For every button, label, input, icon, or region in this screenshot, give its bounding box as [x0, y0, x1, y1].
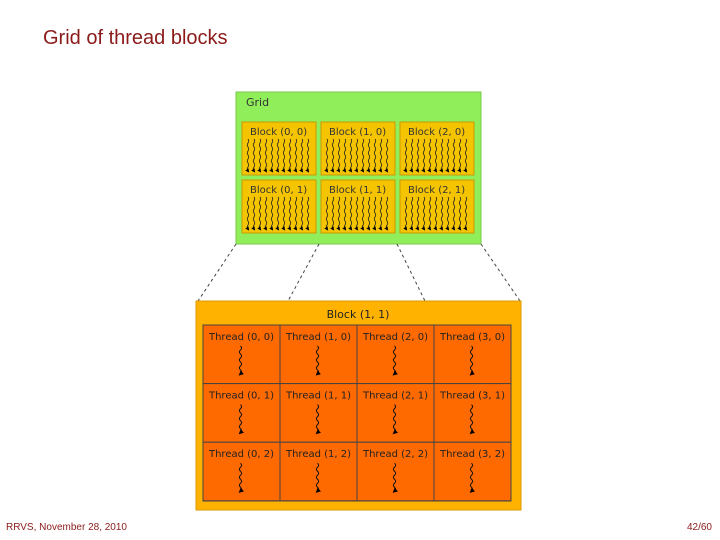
- thread-label: Thread (2, 0): [362, 332, 428, 343]
- thread-wave-icon: [392, 345, 399, 376]
- thread-wave-icon: [245, 196, 310, 231]
- grid-block-label: Block (1, 0): [329, 127, 386, 138]
- thread-cell: Thread (2, 2): [356, 441, 435, 502]
- thread-cell: Thread (3, 1): [433, 383, 512, 443]
- thread-wave-icon: [315, 345, 322, 376]
- footer-author-date: RRVS, November 28, 2010: [6, 522, 127, 533]
- thread-label: Thread (2, 1): [362, 391, 428, 402]
- thread-wave-icon: [324, 138, 389, 173]
- thread-cell: Thread (2, 1): [356, 383, 435, 443]
- grid-block: Block (0, 1): [241, 179, 317, 234]
- zoom-connector-lines: [197, 243, 521, 302]
- slide-title: Grid of thread blocks: [43, 27, 228, 49]
- thread-wave-icon: [238, 345, 245, 376]
- grid-blocks: Block (0, 0) Block (1, 0) Block (2, 0) Bloc…: [241, 121, 475, 234]
- thread-wave-icon: [392, 404, 399, 435]
- thread-cell: Thread (1, 1): [279, 383, 358, 443]
- grid-label: Grid: [246, 96, 269, 109]
- grid-block: Block (2, 0): [399, 121, 475, 176]
- thread-wave-icon: [403, 196, 468, 231]
- thread-label: Thread (2, 2): [362, 449, 428, 460]
- thread-cell: Thread (0, 0): [202, 324, 281, 385]
- thread-label: Thread (3, 0): [439, 332, 505, 343]
- thread-wave-icon: [403, 138, 468, 173]
- thread-label: Thread (0, 2): [208, 449, 274, 460]
- thread-cell: Thread (1, 2): [279, 441, 358, 502]
- thread-wave-icon: [238, 404, 245, 435]
- grid-block-label: Block (2, 0): [408, 127, 465, 138]
- thread-label: Thread (0, 1): [208, 391, 274, 402]
- grid-block-label: Block (1, 1): [329, 185, 386, 196]
- grid-block: Block (2, 1): [399, 179, 475, 234]
- thread-cell: Thread (3, 2): [433, 441, 512, 502]
- thread-label: Thread (0, 0): [208, 332, 274, 343]
- thread-wave-icon: [469, 345, 476, 376]
- thread-label: Thread (1, 1): [285, 391, 351, 402]
- block-detail-label: Block (1, 1): [327, 308, 390, 321]
- footer-page-number: 42/60: [686, 522, 712, 533]
- thread-cells: Thread (0, 0) Thread (1, 0) Thread (2, 0) T…: [202, 324, 512, 502]
- thread-wave-icon: [315, 404, 322, 435]
- thread-wave-icon: [238, 462, 245, 493]
- thread-wave-icon: [315, 462, 322, 493]
- thread-label: Thread (3, 2): [439, 449, 505, 460]
- grid-block-label: Block (0, 0): [250, 127, 307, 138]
- thread-wave-icon: [469, 404, 476, 435]
- grid-block-label: Block (0, 1): [250, 185, 307, 196]
- thread-label: Thread (1, 0): [285, 332, 351, 343]
- thread-cell: Thread (0, 2): [202, 441, 281, 502]
- grid-block: Block (0, 0): [241, 121, 317, 176]
- thread-wave-icon: [392, 462, 399, 493]
- thread-cell: Thread (0, 1): [202, 383, 281, 443]
- thread-cell: Thread (1, 0): [279, 324, 358, 385]
- thread-label: Thread (3, 1): [439, 391, 505, 402]
- thread-cell: Thread (2, 0): [356, 324, 435, 385]
- grid-block-label: Block (2, 1): [408, 185, 465, 196]
- thread-wave-icon: [469, 462, 476, 493]
- thread-cell: Thread (3, 0): [433, 324, 512, 385]
- thread-wave-icon: [324, 196, 389, 231]
- thread-wave-icon: [245, 138, 310, 173]
- thread-label: Thread (1, 2): [285, 449, 351, 460]
- grid-block: Block (1, 0): [320, 121, 396, 176]
- grid-block: Block (1, 1): [320, 179, 396, 234]
